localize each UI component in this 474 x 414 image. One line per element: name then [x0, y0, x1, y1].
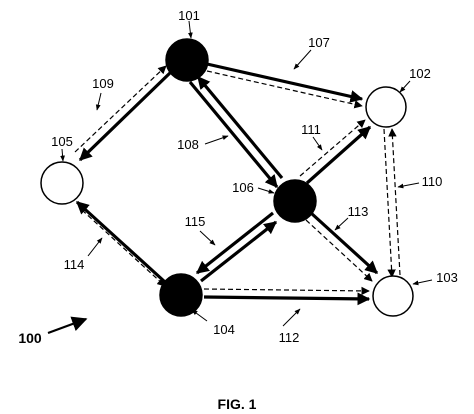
edge-104-103-solid: [203, 292, 371, 306]
edge-106-102-dashed: [299, 119, 366, 177]
link-106-102: [299, 119, 372, 185]
edge-106-103-solid: [309, 211, 379, 275]
system-ref-label: 100: [18, 330, 42, 346]
leader-105: [60, 148, 65, 162]
label-link-108: 108: [177, 137, 199, 152]
system-ref-arrow: [47, 316, 88, 335]
edge-106-104-solid-a: [195, 211, 274, 275]
edge-104-103-dashed: [203, 286, 370, 296]
label-node-105: 105: [51, 134, 73, 149]
link-102-103: [383, 128, 401, 278]
edge-102-103-dashed-a: [383, 128, 396, 278]
node-105: [40, 161, 84, 205]
link-106-103: [305, 211, 379, 282]
link-106-104: [195, 211, 278, 283]
edge-104-105-solid: [75, 200, 167, 284]
label-node-102: 102: [409, 66, 431, 81]
leader-106: [257, 187, 275, 194]
edge-101-106-solid-b: [196, 75, 284, 180]
label-node-106: 106: [232, 180, 254, 195]
label-node-104: 104: [213, 322, 235, 337]
edge-101-105-solid: [78, 70, 173, 162]
label-link-114: 114: [64, 257, 85, 272]
node-106: [273, 179, 317, 223]
leader-108: [204, 135, 229, 145]
leader-101: [187, 20, 193, 39]
link-104-103: [203, 286, 371, 306]
label-link-112: 112: [279, 330, 300, 345]
label-node-103: 103: [436, 270, 458, 285]
edge-106-103-dashed: [305, 219, 373, 282]
link-101-102: [206, 62, 364, 109]
label-link-109: 109: [92, 76, 114, 91]
label-link-113: 113: [348, 204, 369, 219]
leader-103: [412, 279, 433, 286]
edge-104-105-dashed: [81, 209, 166, 287]
leader-111: [312, 136, 323, 151]
label-link-107: 107: [308, 35, 330, 50]
link-104-105: [75, 200, 167, 287]
figure-caption: FIG. 1: [218, 396, 257, 412]
node-104: [159, 273, 203, 317]
node-102: [365, 86, 407, 128]
leader-104: [191, 309, 208, 322]
edge-101-102-dashed: [206, 70, 363, 109]
edge-102-103-dashed-b: [388, 128, 401, 276]
node-101: [165, 38, 209, 82]
leader-110: [397, 182, 420, 189]
node-103: [372, 275, 414, 317]
link-101-105: [74, 65, 173, 162]
leader-102: [399, 80, 411, 93]
leader-109: [95, 92, 102, 111]
label-link-111: 111: [301, 122, 321, 137]
leader-112: [282, 308, 301, 327]
edge-101-102-solid: [206, 62, 364, 103]
label-link-110: 110: [422, 174, 443, 189]
edge-101-105-dashed: [74, 65, 167, 153]
label-node-101: 101: [178, 8, 200, 23]
leader-113: [334, 217, 349, 231]
leader-115: [199, 230, 216, 246]
edge-101-106-solid-a: [188, 80, 279, 189]
edge-106-102-solid: [305, 125, 372, 185]
edge-106-104-solid-b: [200, 220, 278, 283]
leader-114: [87, 237, 103, 257]
leader-107: [293, 49, 312, 70]
link-101-106: [188, 75, 284, 189]
label-link-115: 115: [185, 214, 206, 229]
